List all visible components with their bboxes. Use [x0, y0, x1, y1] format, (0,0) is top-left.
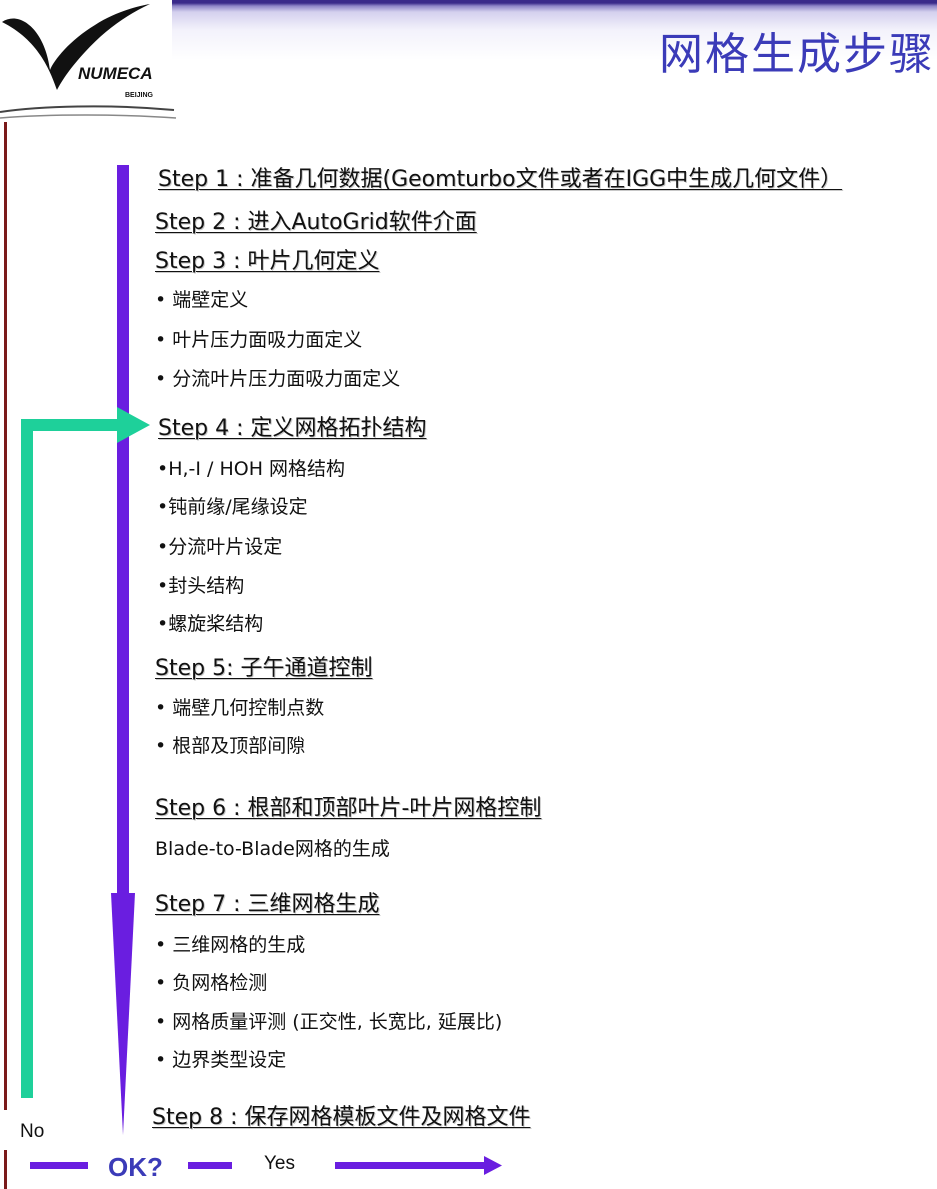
step-7-heading: Step 7 : 三维网格生成 [155, 892, 380, 917]
step-6-heading: Step 6 : 根部和顶部叶片-叶片网格控制 [155, 796, 542, 821]
logo-text: NUMECA [78, 64, 153, 83]
step-5-heading: Step 5: 子午通道控制 [155, 656, 373, 681]
step-4-item: •钝前缘/尾缘设定 [157, 496, 308, 518]
main-arrow-head [111, 893, 135, 1135]
step-3-item: • 端壁定义 [155, 289, 249, 311]
loop-arrow-vertical [21, 422, 33, 1098]
step-7-item: • 边界类型设定 [155, 1049, 287, 1071]
logo-swoosh-icon [0, 4, 177, 119]
ok-left-dash [30, 1162, 88, 1169]
yes-arrow-shaft [335, 1162, 487, 1169]
step-5-item: • 根部及顶部间隙 [155, 735, 306, 757]
step-4-heading: Step 4 : 定义网格拓扑结构 [158, 416, 427, 441]
page-title: 网格生成步骤 [659, 29, 935, 80]
loop-arrow-head [117, 407, 150, 443]
left-rule-bottom [4, 1150, 7, 1189]
left-rule [4, 122, 7, 1110]
step-4-item: •螺旋桨结构 [157, 613, 264, 635]
step-4-item: •分流叶片设定 [157, 536, 283, 558]
step-4-item: •封头结构 [157, 575, 245, 597]
no-label: No [20, 1121, 45, 1142]
step-7-item: • 三维网格的生成 [155, 934, 306, 956]
ok-decision-label: OK? [108, 1152, 163, 1182]
step-2-heading: Step 2 : 进入AutoGrid软件介面 [155, 210, 477, 235]
step-8-heading: Step 8 : 保存网格模板文件及网格文件 [152, 1105, 531, 1130]
step-7-item: • 网格质量评测 (正交性, 长宽比, 延展比) [155, 1011, 503, 1033]
numeca-logo [0, 0, 178, 125]
step-6-item: Blade-to-Blade网格的生成 [155, 838, 390, 860]
loop-arrow-horizontal [21, 419, 121, 431]
step-3-heading: Step 3 : 叶片几何定义 [155, 249, 380, 274]
logo-subtext: BEIJING [125, 92, 154, 99]
yes-arrow-head [484, 1156, 502, 1175]
step-4-item: •H,-I / HOH 网格结构 [157, 458, 346, 480]
step-1-heading: Step 1 : 准备几何数据(Geomturbo文件或者在IGG中生成几何文件… [158, 167, 843, 192]
header-band [172, 0, 937, 80]
step-3-item: • 叶片压力面吸力面定义 [155, 329, 363, 351]
step-3-item: • 分流叶片压力面吸力面定义 [155, 368, 401, 390]
ok-right-dash [188, 1162, 232, 1169]
main-arrow-shaft [117, 165, 129, 895]
step-7-item: • 负网格检测 [155, 972, 268, 994]
step-5-item: • 端壁几何控制点数 [155, 697, 325, 719]
yes-label: Yes [264, 1153, 295, 1174]
